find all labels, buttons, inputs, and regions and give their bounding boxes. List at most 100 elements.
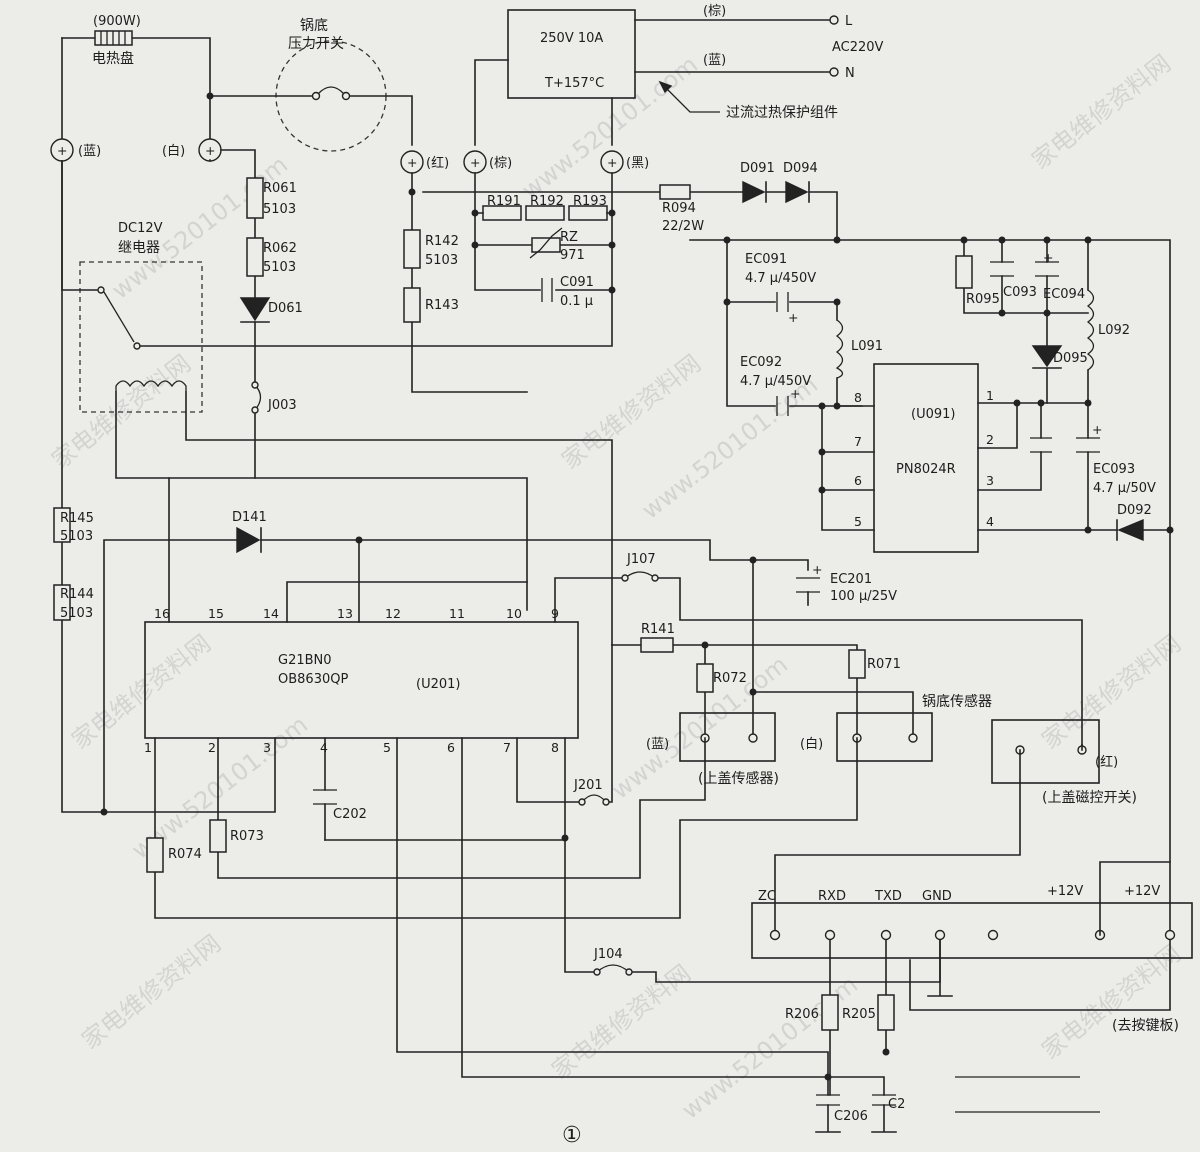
sensors: J107 R141 R072 R071 (蓝) (上盖传感器) (白) 锅底传感…	[554, 552, 1137, 806]
R071-label: R071	[867, 657, 901, 672]
svg-text:+: +	[790, 386, 800, 401]
resistor-R142	[403, 229, 421, 269]
inductor-L092	[1086, 289, 1095, 371]
inductor-L091	[835, 319, 844, 379]
D095-label: D095	[1053, 351, 1088, 366]
svg-text:+: +	[57, 143, 67, 158]
pressure-switch: 锅底 压力开关	[206, 18, 413, 152]
wire-brown-label: (棕)	[703, 4, 726, 19]
resistor-R073	[209, 819, 227, 853]
connector-terminals: + + + + + (蓝) (白) (红) (棕) (黑)	[50, 138, 649, 174]
jumper-J003	[254, 384, 262, 411]
U201-pin: 4	[320, 740, 328, 755]
wire-blue-label: (蓝)	[703, 53, 726, 68]
fuse-temp: T+157°C	[544, 76, 604, 91]
red-label: (红)	[426, 155, 449, 171]
capacitor-C202	[313, 789, 337, 805]
relay-label-2: 继电器	[118, 240, 160, 256]
R143-label: R143	[425, 298, 459, 313]
protector-box	[507, 9, 636, 99]
U201-pin: 11	[449, 606, 465, 621]
white-label: (白)	[800, 736, 823, 752]
svg-text:+: +	[1092, 422, 1102, 437]
C206-label: C206	[834, 1109, 868, 1124]
lid-sensor-connector	[679, 712, 776, 762]
J107-label: J107	[626, 552, 656, 567]
black-label: (黑)	[626, 156, 649, 171]
relay-coil	[115, 380, 187, 392]
rectifier-diodes: D091 D094	[740, 161, 838, 241]
U201-pin: 6	[447, 740, 455, 755]
C2x-label: C2	[888, 1097, 905, 1112]
svg-text:+: +	[1043, 250, 1053, 265]
U091-body	[873, 363, 979, 553]
R191-label: R191	[487, 194, 521, 209]
resistor-R145	[53, 507, 71, 543]
R062-value: 5103	[263, 260, 296, 275]
R094-value: 22/2W	[662, 219, 704, 234]
watermark-cn: 家电维修资料网	[66, 629, 216, 754]
terminal-L-label: L	[845, 14, 853, 29]
relay-outline	[79, 261, 203, 413]
U091-pin: 5	[854, 514, 862, 529]
pin-ZC	[769, 929, 781, 941]
svg-text:+: +	[788, 310, 798, 325]
diode-D061	[239, 297, 271, 322]
capacitor-EC093	[1076, 437, 1100, 453]
white-label: (白)	[162, 143, 185, 159]
protector-block: 250V 10A T+157°C L N (棕) (蓝) AC220V 过流过热…	[474, 4, 884, 146]
p12V-label-1: +12V	[1047, 884, 1083, 899]
capacitor-EC201	[796, 577, 820, 593]
C091-label: C091	[560, 275, 594, 290]
resistor-R192	[525, 205, 565, 221]
U091-chip: (U091) PN8024R 8 7 6 5 1 2 3 4	[818, 363, 1118, 553]
U201-pin: 13	[337, 606, 353, 621]
pressure-switch-label-2: 压力开关	[288, 36, 344, 52]
lid-switch-label: (上盖磁控开关)	[1042, 790, 1137, 806]
svg-text:+: +	[607, 155, 617, 170]
U091-ref: (U091)	[911, 407, 955, 422]
R145-label: R145	[60, 511, 94, 526]
R061-label: R061	[263, 181, 297, 196]
diode-D091	[742, 180, 766, 204]
watermark-cn: 家电维修资料网	[1036, 629, 1186, 754]
L092-label: L092	[1098, 323, 1130, 338]
R144-value: 5103	[60, 606, 93, 621]
pin-RXD	[824, 929, 836, 941]
U091-pin: 4	[986, 514, 994, 529]
RZ-label: RZ	[560, 230, 578, 245]
U201-pin: 12	[385, 606, 401, 621]
brown-label: (棕)	[489, 156, 512, 171]
watermarks: www.520101.com 家电维修资料网 www.520101.com 家电…	[46, 49, 1186, 1124]
keyboard-label: (去按键板)	[1112, 1018, 1179, 1034]
capacitor-C093	[990, 261, 1014, 277]
U091-pin: 6	[854, 473, 862, 488]
U201-pin: 1	[144, 740, 152, 755]
U091-part: PN8024R	[896, 462, 956, 477]
U201-pin: 3	[263, 740, 271, 755]
R094-label: R094	[662, 201, 696, 216]
pin-spare	[987, 929, 999, 941]
R193-label: R193	[573, 194, 607, 209]
pin-GND	[934, 929, 946, 941]
R205-label: R205	[842, 1007, 876, 1022]
jumper-J107	[624, 571, 656, 579]
resistor-R143	[403, 287, 421, 323]
EC094-label: EC094	[1043, 287, 1085, 302]
C091-value: 0.1 μ	[560, 294, 593, 309]
resistor-R074	[146, 837, 164, 873]
svg-text:+: +	[812, 562, 822, 577]
watermark-url: www.520101.com	[516, 50, 703, 204]
EC091-value: 4.7 μ/450V	[745, 271, 816, 286]
ac-input-label: AC220V	[832, 40, 884, 55]
pin-12V-2	[1164, 929, 1176, 941]
resistor-R141	[640, 637, 674, 653]
lid-sensor-label: (上盖传感器)	[698, 770, 779, 787]
capacitor	[1030, 437, 1052, 453]
lid-switch-connector	[991, 719, 1100, 784]
jumper-J104	[596, 964, 630, 973]
watermark-cn: 家电维修资料网	[546, 959, 696, 1084]
R206-label: R206	[785, 1007, 819, 1022]
resistor-R144	[53, 584, 71, 621]
